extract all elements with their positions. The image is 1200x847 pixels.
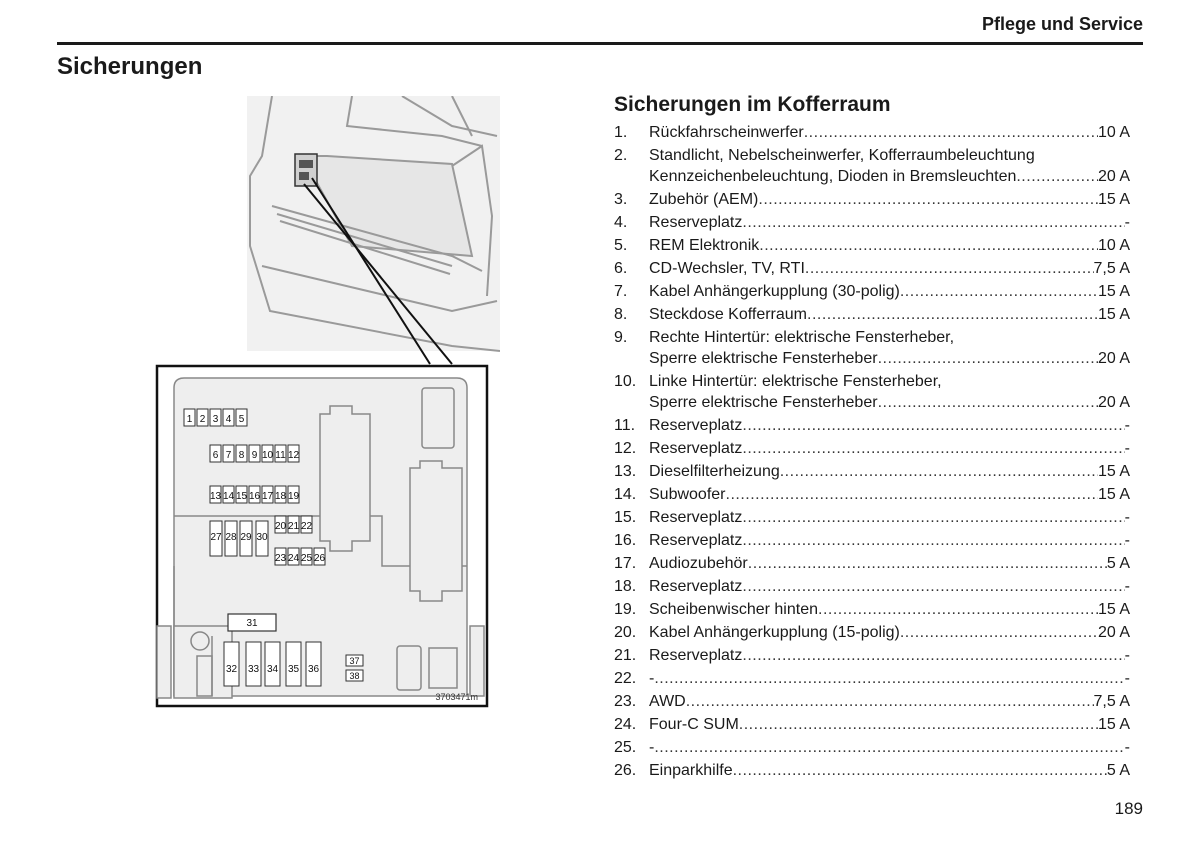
- fuse-label-9: 9: [252, 450, 258, 461]
- list-item: 15. Reserveplatz-: [614, 506, 1130, 529]
- list-item: 20. Kabel Anhängerkupplung (15-polig)20 …: [614, 621, 1130, 644]
- fuse-label-19: 19: [288, 491, 300, 502]
- fuse-label-36: 36: [308, 664, 320, 675]
- fuse-label-30: 30: [256, 532, 268, 543]
- subsection-title: Sicherungen im Kofferraum: [614, 93, 891, 116]
- list-item: 26. Einparkhilfe5 A: [614, 759, 1130, 782]
- list-item: 10. Linke Hintertür: elektrische Fenster…: [614, 370, 1130, 414]
- list-item: 18. Reserveplatz-: [614, 575, 1130, 598]
- fuse-label-15: 15: [236, 491, 248, 502]
- fuse-label-3: 3: [213, 414, 219, 425]
- list-item: 5. REM Elektronik10 A: [614, 234, 1130, 257]
- fuse-label-25: 25: [301, 553, 313, 564]
- fuse-label-20: 20: [275, 521, 287, 532]
- list-item: 17. Audiozubehör5 A: [614, 552, 1130, 575]
- fuse-label-27: 27: [210, 532, 222, 543]
- list-item: 4. Reserveplatz-: [614, 211, 1130, 234]
- list-item: 6. CD-Wechsler, TV, RTI7,5 A: [614, 257, 1130, 280]
- fuse-row-32-36: 32 33 34 35 36: [223, 641, 322, 687]
- fuse-31: 31: [227, 613, 277, 632]
- list-item: 12. Reserveplatz-: [614, 437, 1130, 460]
- fuse-label-28: 28: [225, 532, 237, 543]
- list-item: 23. AWD7,5 A: [614, 690, 1130, 713]
- fuse-label-10: 10: [262, 450, 274, 461]
- list-item: 2. Standlicht, Nebelscheinwerfer, Koffer…: [614, 144, 1130, 188]
- fuse-label-16: 16: [249, 491, 261, 502]
- fuse-label-2: 2: [200, 414, 206, 425]
- list-item: 24. Four-C SUM15 A: [614, 713, 1130, 736]
- section-title: Sicherungen: [57, 53, 203, 80]
- fuse-label-5: 5: [239, 414, 245, 425]
- list-item: 25. --: [614, 736, 1130, 759]
- fuse-label-26: 26: [314, 553, 326, 564]
- fuse-label-24: 24: [288, 553, 300, 564]
- fuse-box-diagram: 1 2 3 4 5 6 7 8 9 10 11 12: [155, 95, 501, 708]
- fuse-label-12: 12: [288, 450, 300, 461]
- fuse-label-38: 38: [349, 671, 359, 681]
- page-number: 189: [1114, 799, 1143, 818]
- list-item: 22. --: [614, 667, 1130, 690]
- fuse-row-27-30: 27 28 29 30: [209, 520, 269, 557]
- list-item: 21. Reserveplatz-: [614, 644, 1130, 667]
- car-trunk-illustration: [247, 95, 501, 352]
- fuse-label-1: 1: [187, 414, 193, 425]
- fuse-label-33: 33: [248, 664, 260, 675]
- figure-code: 3703471m: [435, 692, 478, 702]
- list-item: 1. Rückfahrscheinwerfer10 A: [614, 121, 1130, 144]
- list-item: 7. Kabel Anhängerkupplung (30-polig)15 A: [614, 280, 1130, 303]
- fuse-box-figure: 1 2 3 4 5 6 7 8 9 10 11 12: [152, 95, 501, 708]
- list-item: 8. Steckdose Kofferraum15 A: [614, 303, 1130, 326]
- fuse-row-20-22: 20 21 22: [274, 515, 313, 534]
- fuse-row-13-19: 13 14 15 16 17 18 19: [209, 485, 300, 504]
- fuse-label-13: 13: [210, 491, 222, 502]
- running-header: Pflege und Service: [981, 14, 1143, 34]
- fuse-label-17: 17: [262, 491, 274, 502]
- fuse-label-14: 14: [223, 491, 235, 502]
- list-item: 9. Rechte Hintertür: elektrische Fenster…: [614, 326, 1130, 370]
- fuse-label-34: 34: [267, 664, 279, 675]
- fuse-label-23: 23: [275, 553, 287, 564]
- list-item: 3. Zubehör (AEM)15 A: [614, 188, 1130, 211]
- fuse-label-22: 22: [301, 521, 313, 532]
- header-rule: [57, 42, 1143, 45]
- fuse-row-37-38: 37 38: [345, 654, 364, 682]
- fuse-label-37: 37: [349, 656, 359, 666]
- list-item: 11. Reserveplatz-: [614, 414, 1130, 437]
- list-item: 19. Scheibenwischer hinten15 A: [614, 598, 1130, 621]
- fuse-label-29: 29: [240, 532, 252, 543]
- list-item: 16. Reserveplatz-: [614, 529, 1130, 552]
- fuse-row-6-12: 6 7 8 9 10 11 12: [209, 444, 300, 463]
- fuse-label-18: 18: [275, 491, 287, 502]
- fuse-label-8: 8: [239, 450, 245, 461]
- list-item: 13. Dieselfilterheizung15 A: [614, 460, 1130, 483]
- fuse-list: 1. Rückfahrscheinwerfer10 A 2. Standlich…: [614, 121, 1130, 782]
- list-item: 14. Subwoofer15 A: [614, 483, 1130, 506]
- fuse-label-11: 11: [275, 450, 286, 461]
- fuse-label-35: 35: [288, 664, 300, 675]
- fuse-label-4: 4: [226, 414, 232, 425]
- fuse-label-6: 6: [213, 450, 219, 461]
- fuse-label-7: 7: [226, 450, 232, 461]
- fuse-row-1-5: 1 2 3 4 5: [183, 408, 248, 427]
- fuse-label-32: 32: [226, 664, 238, 675]
- fuse-label-21: 21: [288, 521, 300, 532]
- fuse-label-31: 31: [246, 618, 258, 629]
- fuse-row-23-26: 23 24 25 26: [274, 547, 326, 566]
